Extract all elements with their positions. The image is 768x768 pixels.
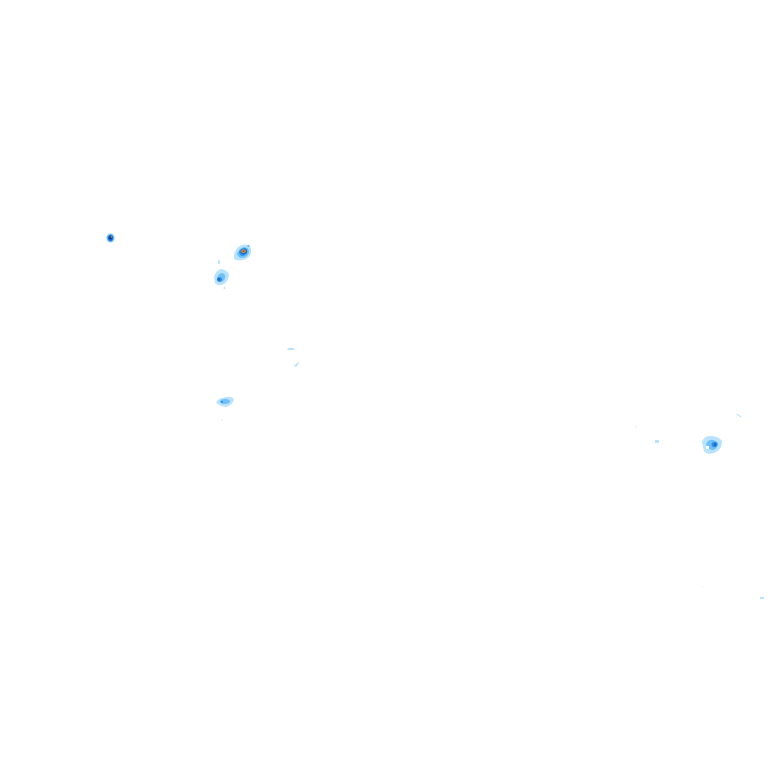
echo-southwest-patch — [216, 396, 234, 421]
echo-northwest-main — [234, 244, 252, 261]
echo-east-cluster — [702, 436, 722, 454]
echo-center-fleck — [287, 348, 299, 367]
echo-west-small — [106, 233, 115, 243]
echo-east-specks — [635, 414, 764, 599]
echo-northwest-tail — [214, 260, 229, 289]
